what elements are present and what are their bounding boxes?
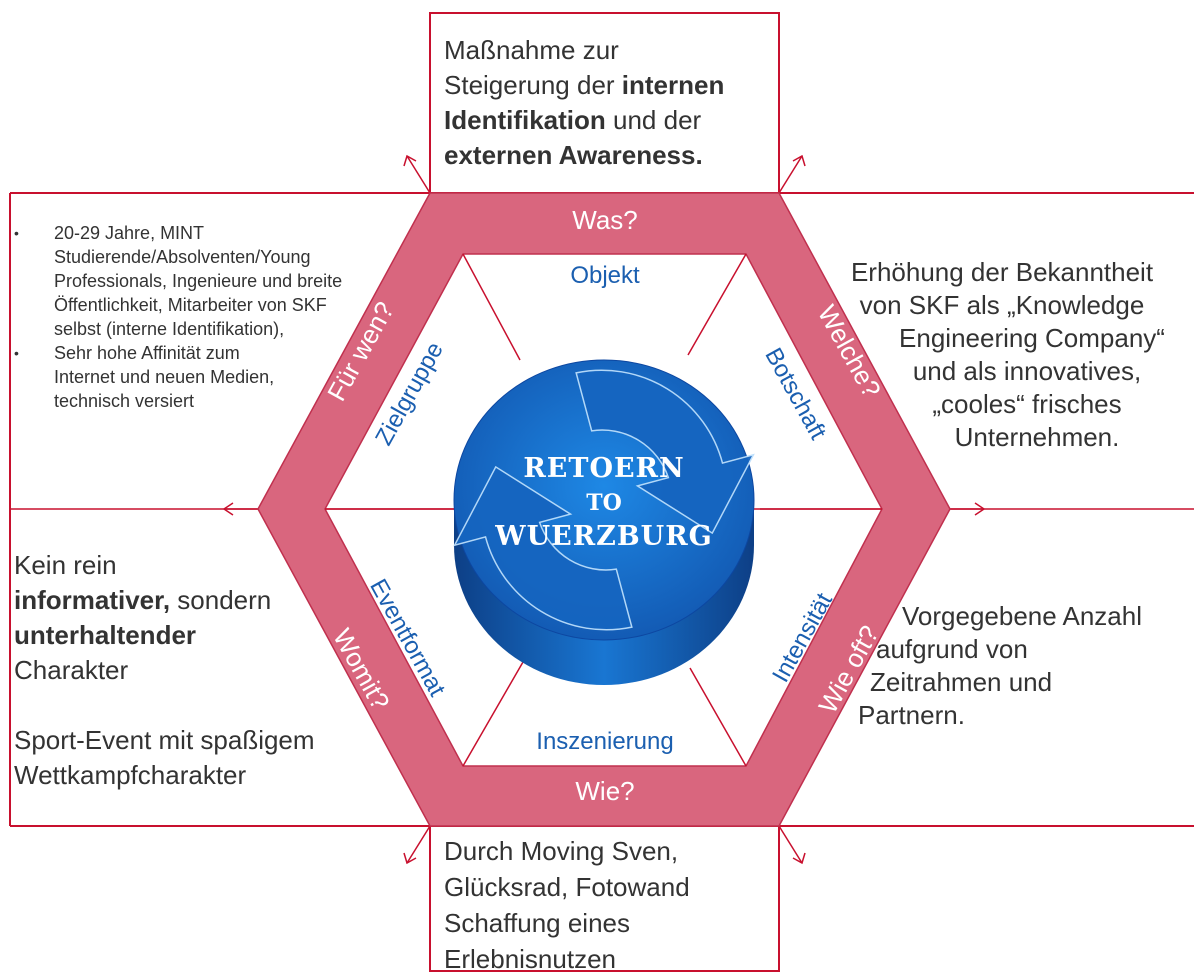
event-format-line: Wettkampfcharakter xyxy=(14,760,247,790)
top-box-text: Maßnahme zur Steigerung der internen Ide… xyxy=(444,33,784,173)
intensity-line: Zeitrahmen und xyxy=(870,667,1053,697)
top-line2: Steigerung der internen xyxy=(444,68,784,103)
target-group-item: Sehr hohe Affinität zum Internet und neu… xyxy=(14,341,304,413)
event-format-post: sondern xyxy=(170,585,272,615)
top-line2-bold: internen xyxy=(621,70,725,100)
outward-arrows xyxy=(222,154,986,865)
top-line1: Maßnahme zur xyxy=(444,35,619,65)
center-disc xyxy=(453,359,755,685)
message-line: Unternehmen. xyxy=(954,422,1120,452)
message-line: „cooles“ frisches xyxy=(932,389,1122,419)
question-bottom: Wie? xyxy=(575,776,635,806)
event-format-line: Sport-Event mit spaßigem xyxy=(14,725,315,755)
staging-line: Glücksrad, Fotowand xyxy=(444,872,690,902)
target-group-list: 20-29 Jahre, MINT Studierende/Absolvente… xyxy=(14,221,404,413)
spacer xyxy=(14,688,354,723)
center-title-line2: to xyxy=(586,490,622,516)
label-objekt: Objekt xyxy=(570,262,640,289)
label-inszenierung: Inszenierung xyxy=(536,728,674,755)
top-line3: Identifikation und der xyxy=(444,103,784,138)
intensity-line: Vorgegebene Anzahl xyxy=(902,601,1142,631)
message-line: und als innovatives, xyxy=(912,356,1142,386)
target-group-item: 20-29 Jahre, MINT Studierende/Absolvente… xyxy=(14,221,354,341)
intensity-text: Vorgegebene Anzahl aufgrund von Zeitrahm… xyxy=(858,600,1188,732)
staging-line: Durch Moving Sven, xyxy=(444,836,679,866)
center-title: Retoern to Wuerzburg xyxy=(484,452,724,554)
message-line: Erhöhung der Bekanntheit xyxy=(850,257,1154,287)
target-group-text: 20-29 Jahre, MINT Studierende/Absolvente… xyxy=(14,221,404,413)
event-format-text: Kein rein informativer, sondern unterhal… xyxy=(14,548,354,793)
event-format-bold: informativer, xyxy=(14,585,171,615)
event-format-line: Kein rein xyxy=(14,550,117,580)
event-format-bold: unterhaltender xyxy=(14,620,197,650)
event-format-line: informativer, sondern xyxy=(14,583,354,618)
message-line: Engineering Company“ xyxy=(899,323,1165,353)
intensity-line: Partnern. xyxy=(858,700,965,730)
question-top: Was? xyxy=(572,205,638,235)
event-format-line: unterhaltender xyxy=(14,618,354,653)
top-line4: externen Awareness. xyxy=(444,138,784,173)
staging-text: Durch Moving Sven, Glücksrad, Fotowand S… xyxy=(444,833,774,977)
event-format-line: Charakter xyxy=(14,655,129,685)
inner-spokes xyxy=(325,253,882,767)
intensity-line: aufgrund von xyxy=(876,634,1028,664)
center-title-line1: Retoern xyxy=(523,453,685,484)
staging-line: Erlebnisnutzen xyxy=(444,944,616,974)
top-line2-pre: Steigerung der xyxy=(444,70,622,100)
message-line: von SKF als „Knowledge xyxy=(859,290,1145,320)
top-line3-bold: Identifikation xyxy=(444,105,606,135)
top-line3-post: und der xyxy=(605,105,702,135)
top-line4-bold: externen Awareness. xyxy=(444,140,703,170)
message-text: Erhöhung der Bekanntheit von SKF als „Kn… xyxy=(830,256,1174,454)
center-title-line3: Wuerzburg xyxy=(495,521,713,552)
staging-line: Schaffung eines xyxy=(444,908,630,938)
